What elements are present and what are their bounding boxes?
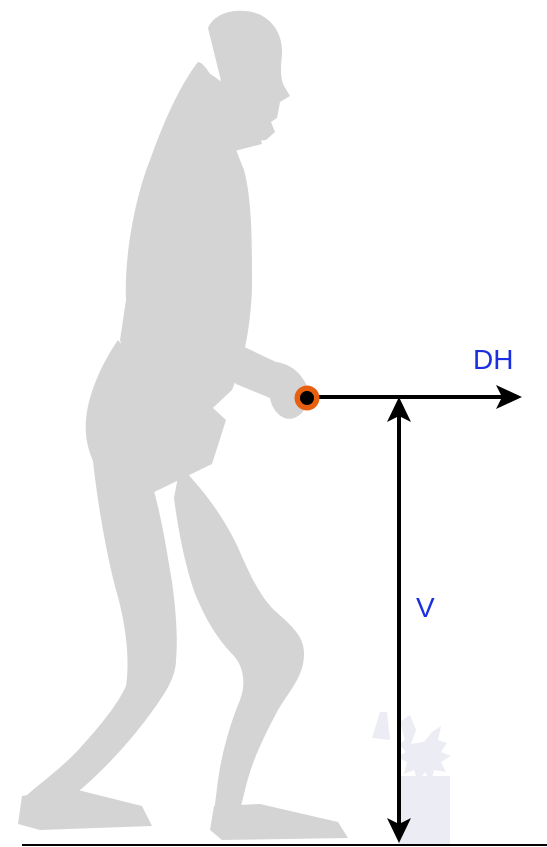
vertical-distance-label: V xyxy=(416,592,435,623)
horizontal-distance-arrow xyxy=(310,385,522,409)
horizontal-distance-label: DH xyxy=(473,344,513,375)
statue-of-liberty-icon xyxy=(372,712,451,846)
human-silhouette-icon xyxy=(18,10,348,840)
vertical-distance-arrow xyxy=(387,397,411,843)
hand-point-icon xyxy=(294,385,320,411)
